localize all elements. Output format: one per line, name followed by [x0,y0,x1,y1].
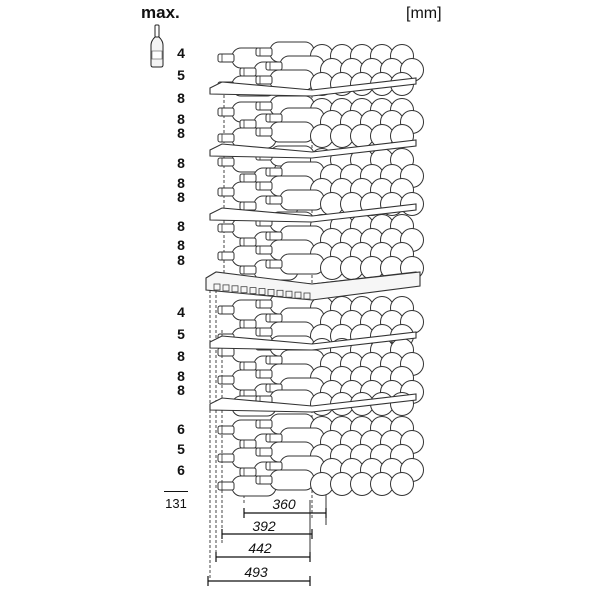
wine-bottle-icon [150,24,164,68]
shelf-count: 8 [177,111,185,127]
total-divider [164,491,188,492]
shelf-count: 8 [177,218,185,234]
shelf-count: 8 [177,368,185,384]
dimension-label: 392 [252,518,276,534]
shelf-count: 8 [177,252,185,268]
shelf [209,77,417,97]
shelf-divider [205,271,421,301]
dimension-label: 442 [248,540,272,556]
dimension-label: 360 [272,496,296,512]
shelf-count: 8 [177,175,185,191]
total-count: 131 [165,496,187,511]
shelf-count: 8 [177,237,185,253]
shelf-count: 8 [177,90,185,106]
shelf-count: 5 [177,441,185,457]
shelf-count: 8 [177,125,185,141]
shelf-count: 8 [177,382,185,398]
shelf-count: 5 [177,67,185,83]
dimension-label: 493 [244,564,268,580]
max-label: max. [141,3,180,22]
shelf [209,139,417,159]
shelf-count: 4 [177,304,185,320]
shelf-count: 6 [177,462,185,478]
shelf [209,393,417,413]
shelf-count: 8 [177,155,185,171]
shelf-count: 5 [177,326,185,342]
shelf-count: 8 [177,348,185,364]
shelf-count: 6 [177,421,185,437]
shelf [209,331,417,351]
shelf-count: 8 [177,189,185,205]
shelf-count: 4 [177,45,185,61]
shelf [209,203,417,223]
unit-label: [mm] [406,5,442,22]
